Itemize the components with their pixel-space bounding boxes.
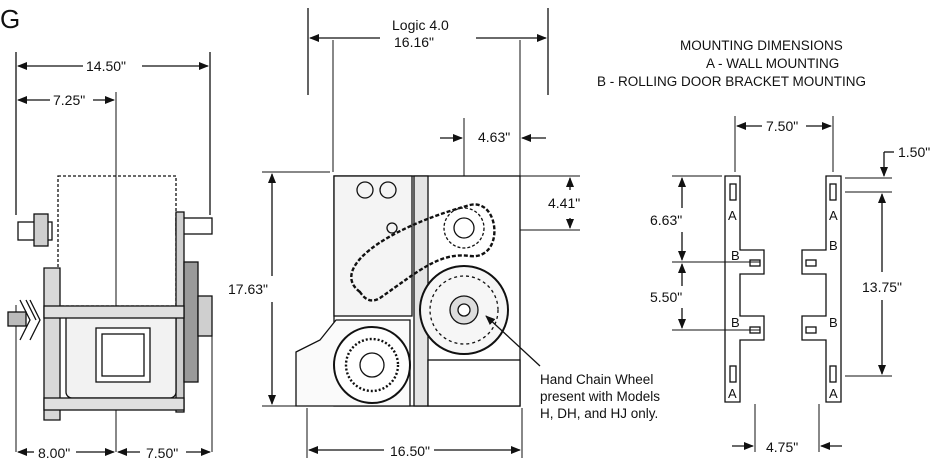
front-view [262, 8, 580, 458]
dim-sprocket-drop: 4.41" [548, 195, 580, 211]
hand-chain-note-line-3: H, DH, and HJ only. [540, 406, 658, 421]
dim-side-half-width: 7.25" [53, 92, 85, 108]
model-name: Logic 4.0 [392, 17, 449, 33]
slot-label-b: B [829, 238, 838, 253]
dim-side-overall-width: 14.50" [86, 58, 126, 74]
dim-front-height: 17.63" [228, 281, 268, 297]
mounting-line-b: B - ROLLING DOOR BRACKET MOUNTING [597, 74, 866, 89]
slot-label-a: A [728, 208, 737, 223]
slot-label-a: A [829, 208, 838, 223]
mounting-brackets [672, 116, 894, 452]
dim-front-bottom-width: 16.50" [390, 443, 430, 459]
dim-sprocket-offset: 4.63" [478, 129, 510, 145]
slot-label-b: B [731, 248, 740, 263]
dim-top-offset: 1.50" [898, 144, 930, 160]
hand-chain-note-line-2: present with Models [540, 389, 660, 404]
side-view [7, 52, 213, 456]
dim-bottom-spacing: 4.75" [766, 439, 798, 455]
dim-b-to-b: 5.50" [650, 289, 682, 305]
mounting-title: MOUNTING DIMENSIONS [680, 38, 843, 53]
hand-chain-note-line-1: Hand Chain Wheel [540, 372, 653, 387]
dim-side-bottom-right: 7.50" [146, 445, 178, 461]
dim-side-bottom-left: 8.00" [38, 445, 70, 461]
slot-label-b: B [829, 315, 838, 330]
dim-front-top-width: 16.16" [394, 34, 434, 50]
slot-label-a: A [829, 386, 838, 401]
dim-right-span: 13.75" [862, 279, 902, 295]
dim-bracket-spacing: 7.50" [766, 118, 798, 134]
slot-label-b: B [731, 315, 740, 330]
slot-label-a: A [728, 386, 737, 401]
figure-letter: G [0, 4, 20, 34]
mounting-line-a: A - WALL MOUNTING [706, 56, 839, 71]
dim-a-to-b: 6.63" [650, 212, 682, 228]
